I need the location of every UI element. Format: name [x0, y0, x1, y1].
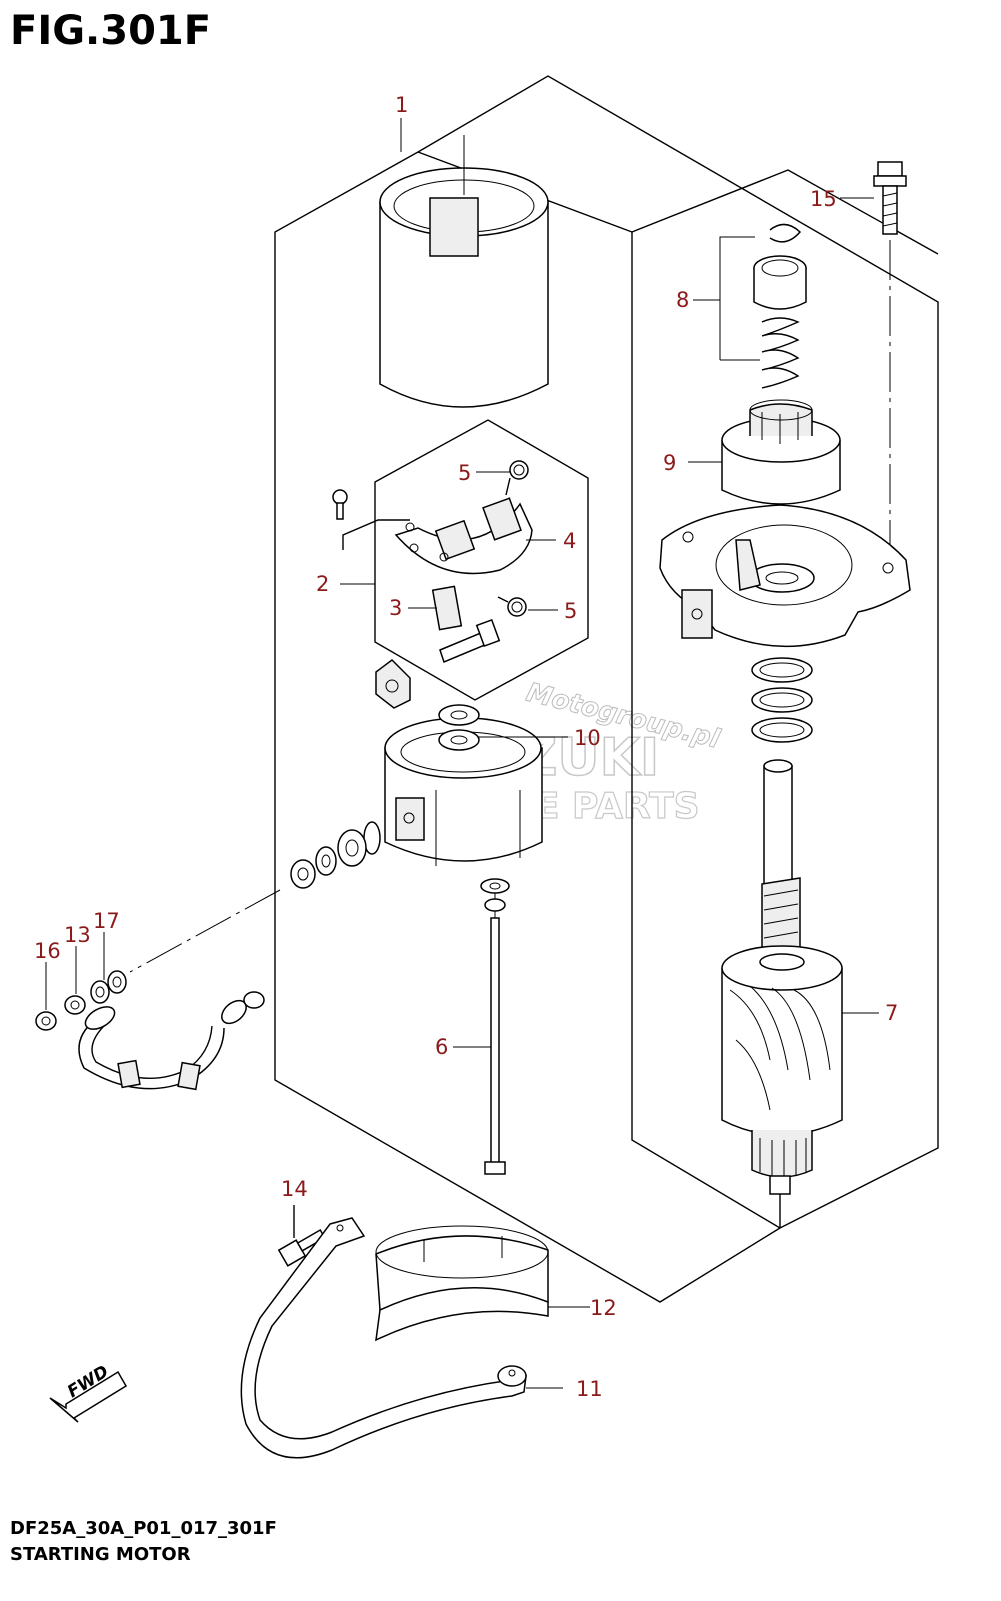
callouts: 1 2 3 4 5 5 6 7 8 9 10 11 12 13 14 15 16… — [34, 93, 898, 1401]
callout-5-upper: 5 — [458, 461, 471, 485]
lead-wire — [78, 991, 265, 1091]
brush-screw — [332, 489, 410, 550]
callout-9: 9 — [663, 451, 676, 475]
callout-17: 17 — [93, 909, 120, 933]
brush-spring-upper — [505, 460, 529, 496]
callout-3: 3 — [389, 596, 402, 620]
cushion-band — [375, 1225, 549, 1342]
callout-13: 13 — [64, 923, 91, 947]
callout-2: 2 — [316, 572, 329, 596]
front-bracket — [659, 504, 911, 648]
brush-plate — [394, 497, 533, 575]
callout-5-lower: 5 — [564, 599, 577, 623]
pinion-gear — [721, 399, 841, 505]
callout-15: 15 — [810, 187, 837, 211]
terminal-hardware — [290, 821, 381, 889]
callout-10: 10 — [574, 726, 601, 750]
callout-4: 4 — [563, 529, 576, 553]
callout-8: 8 — [676, 288, 689, 312]
brush-terminal — [431, 585, 501, 664]
washers-10 — [438, 704, 480, 751]
leader-lines — [45, 118, 879, 1389]
stop-ring-set — [753, 223, 807, 389]
callout-14: 14 — [281, 1177, 308, 1201]
figure-title: FIG.301F — [10, 8, 212, 54]
strap-band — [240, 1217, 527, 1459]
insulator-block — [375, 659, 411, 709]
fwd-arrow: FWD — [49, 1362, 128, 1423]
yoke-housing — [379, 135, 549, 408]
callout-1: 1 — [395, 93, 408, 117]
bracket-washers — [751, 657, 813, 743]
callout-7: 7 — [885, 1001, 898, 1025]
lead-hardware — [35, 970, 127, 1031]
through-bolt — [480, 878, 510, 1175]
brush-holder-outline — [374, 419, 589, 701]
brush-spring-lower — [497, 596, 527, 617]
band-screw — [277, 1205, 326, 1267]
callout-16: 16 — [34, 939, 61, 963]
mount-bolt — [873, 161, 907, 235]
figure-code: DF25A_30A_P01_017_301F — [10, 1518, 277, 1539]
callout-6: 6 — [435, 1035, 448, 1059]
callout-11: 11 — [576, 1377, 603, 1401]
armature — [721, 759, 843, 1195]
callout-12: 12 — [590, 1296, 617, 1320]
figure-caption: STARTING MOTOR — [10, 1544, 191, 1565]
